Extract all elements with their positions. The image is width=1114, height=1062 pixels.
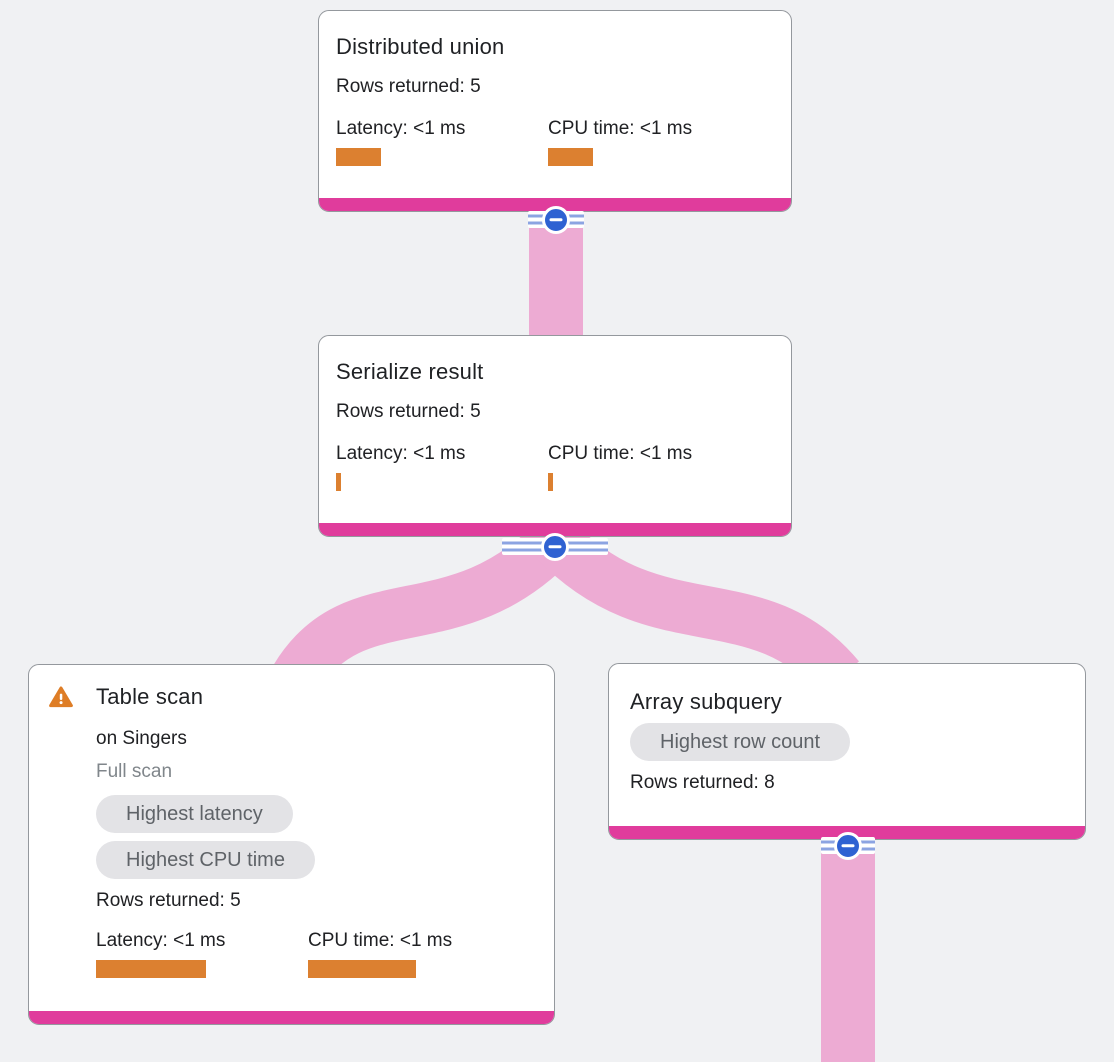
latency-bar	[336, 148, 381, 166]
plan-node-array-subquery[interactable]: Array subquery Highest row count Rows re…	[608, 663, 1086, 840]
cpu-time-label: CPU time: <1 ms	[308, 930, 453, 951]
full-scan-note: Full scan	[96, 761, 173, 782]
node-accent-strip	[29, 1011, 554, 1024]
plan-node-distributed-union[interactable]: Distributed union Rows returned: 5 Laten…	[318, 10, 792, 212]
cpu-time-label: CPU time: <1 ms	[548, 118, 693, 139]
latency-bar	[96, 960, 206, 978]
node-title: Array subquery	[630, 689, 782, 714]
collapse-stripes	[821, 831, 875, 860]
node-subtitle: on Singers	[96, 728, 187, 749]
rows-returned-label: Rows returned: 5	[96, 890, 241, 911]
node-accent-strip	[319, 198, 791, 211]
cpu-time-bar	[548, 473, 553, 491]
node-title: Serialize result	[336, 359, 484, 384]
badge-highest-cpu-time: Highest CPU time	[96, 841, 315, 879]
node-title: Distributed union	[336, 34, 505, 59]
latency-label: Latency: <1 ms	[336, 443, 466, 464]
badge-highest-latency: Highest latency	[96, 795, 293, 833]
node-title: Table scan	[96, 684, 204, 709]
rows-returned-label: Rows returned: 5	[336, 401, 481, 422]
rows-returned-label: Rows returned: 8	[630, 772, 775, 793]
collapse-stripes	[528, 205, 584, 234]
rows-returned-label: Rows returned: 5	[336, 76, 481, 97]
cpu-time-bar	[308, 960, 416, 978]
latency-label: Latency: <1 ms	[96, 930, 226, 951]
flow-edge-serialize-to-array-subquery	[536, 521, 860, 696]
warning-icon	[49, 686, 73, 707]
badge-highest-row-count: Highest row count	[630, 723, 851, 761]
minus-icon	[548, 544, 562, 549]
collapse-stripes	[502, 532, 608, 561]
collapse-node-button[interactable]	[541, 532, 569, 561]
plan-node-table-scan[interactable]: Table scan on Singers Full scan Highest …	[28, 664, 555, 1025]
collapse-node-button[interactable]	[542, 205, 570, 234]
plan-node-serialize-result[interactable]: Serialize result Rows returned: 5 Latenc…	[318, 335, 792, 537]
latency-bar	[336, 473, 341, 491]
flow-edge-serialize-to-table-scan	[273, 521, 574, 693]
minus-icon	[549, 217, 563, 222]
node-accent-strip	[319, 523, 791, 536]
minus-icon	[841, 843, 855, 848]
collapse-node-button[interactable]	[834, 831, 862, 860]
latency-label: Latency: <1 ms	[336, 118, 466, 139]
cpu-time-label: CPU time: <1 ms	[548, 443, 693, 464]
cpu-time-bar	[548, 148, 593, 166]
